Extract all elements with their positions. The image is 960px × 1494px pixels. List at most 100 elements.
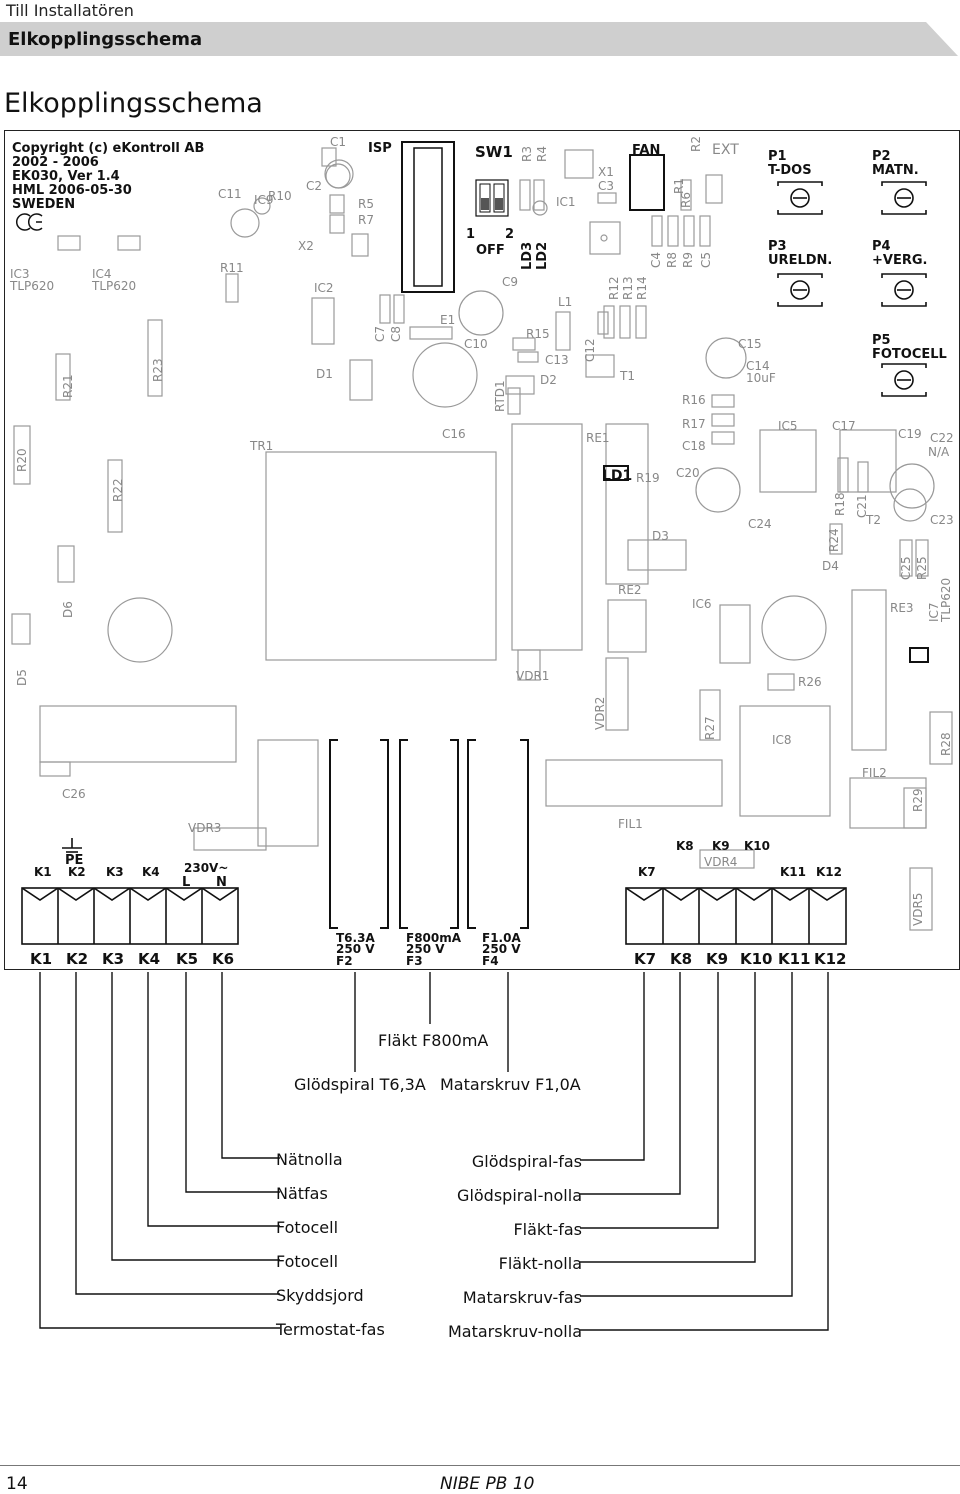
label-ext: EXT xyxy=(712,142,739,158)
copyright-line-1: Copyright (c) eKontroll AB xyxy=(12,141,204,156)
label-vdr4: VDR4 xyxy=(704,855,737,869)
label-c26: C26 xyxy=(62,787,86,801)
legend-left-item: Nätfas xyxy=(276,1184,328,1203)
label-ic9: IC9 xyxy=(254,193,274,207)
label-d3: D3 xyxy=(652,529,669,543)
label-vdr1: VDR1 xyxy=(516,669,549,683)
terminal-k10: K10 xyxy=(740,950,773,968)
terminal-k9: K9 xyxy=(706,950,728,968)
label-sw1: SW1 xyxy=(475,143,513,161)
label-c1: C1 xyxy=(330,135,346,149)
label-na: N/A xyxy=(928,445,950,459)
label-r13: R13 xyxy=(621,276,635,300)
label-c16: C16 xyxy=(442,427,466,441)
label-p1: P1 xyxy=(768,149,787,164)
label-r14: R14 xyxy=(635,276,649,300)
label-k2-top: K2 xyxy=(68,865,86,879)
label-fil1: FIL1 xyxy=(618,817,643,831)
document-name: NIBE PB 10 xyxy=(440,1474,535,1494)
fuse-f2-rating: T6.3A xyxy=(336,931,375,945)
label-tr1: TR1 xyxy=(249,439,273,453)
fuse-f4-volt: 250 V xyxy=(482,942,521,956)
legend-left-item: Skyddsjord xyxy=(276,1286,364,1305)
label-r4: R4 xyxy=(535,146,549,162)
label-ic1: IC1 xyxy=(556,195,576,209)
label-ic3-type: TLP620 xyxy=(9,279,54,293)
fuse-f3-id: F3 xyxy=(406,954,423,968)
label-sw-off: OFF xyxy=(476,243,505,258)
label-c9: C9 xyxy=(502,275,518,289)
terminal-k12: K12 xyxy=(814,950,847,968)
label-c23: C23 xyxy=(930,513,954,527)
legend-right-item: Matarskruv-nolla xyxy=(448,1322,582,1341)
label-fotocell: FOTOCELL xyxy=(872,347,947,362)
footer-divider xyxy=(0,1465,960,1466)
label-c22: C22 xyxy=(930,431,954,445)
label-matn: MATN. xyxy=(872,163,919,178)
label-c17: C17 xyxy=(832,419,856,433)
label-c10: C10 xyxy=(464,337,488,351)
label-r10: R10 xyxy=(268,189,292,203)
label-ic3: IC3 xyxy=(10,267,30,281)
label-r25: R25 xyxy=(915,556,929,580)
label-p4: P4 xyxy=(872,239,891,254)
label-r15: R15 xyxy=(526,327,550,341)
label-tdos: T-DOS xyxy=(768,163,812,178)
copyright-line-4: HML 2006-05-30 xyxy=(12,183,132,198)
terminal-k6: K6 xyxy=(212,950,234,968)
label-c14-value: 10uF xyxy=(746,371,776,385)
label-230v: 230V~ xyxy=(184,861,228,875)
legend-left-item: Fotocell xyxy=(276,1218,338,1237)
fuse-f4-rating: F1.0A xyxy=(482,931,521,945)
label-c20: C20 xyxy=(676,466,700,480)
label-r24: R24 xyxy=(827,528,841,552)
label-ic5: IC5 xyxy=(778,419,798,433)
label-c25: C25 xyxy=(899,556,913,580)
label-e1: E1 xyxy=(440,313,455,327)
callout-feed-fuse: Matarskruv F1,0A xyxy=(440,1075,581,1094)
label-r21: R21 xyxy=(61,374,75,398)
label-r12: R12 xyxy=(607,276,621,300)
header-bar-title: Elkopplingsschema xyxy=(8,29,203,50)
label-n: N xyxy=(216,875,227,890)
label-k3-top: K3 xyxy=(106,865,124,879)
label-l: L xyxy=(182,875,190,890)
label-r22: R22 xyxy=(111,478,125,502)
label-c8: C8 xyxy=(389,326,403,342)
terminal-k1: K1 xyxy=(30,950,52,968)
legend-right-item: Fläkt-fas xyxy=(513,1220,582,1239)
label-c7: C7 xyxy=(373,326,387,342)
terminal-k8: K8 xyxy=(670,950,692,968)
label-p2: P2 xyxy=(872,149,891,164)
page-title: Elkopplingsschema xyxy=(4,88,263,119)
fuse-f2-volt: 250 V xyxy=(336,942,375,956)
label-ld2: LD2 xyxy=(535,242,550,270)
label-verg: +VERG. xyxy=(872,253,927,268)
label-ld1: LD1 xyxy=(602,468,632,484)
label-r17: R17 xyxy=(682,417,706,431)
label-r3: R3 xyxy=(520,146,534,162)
label-l1: L1 xyxy=(558,295,572,309)
label-c15: C15 xyxy=(738,337,762,351)
label-x2: X2 xyxy=(298,239,314,253)
label-ic2: IC2 xyxy=(314,281,334,295)
label-k1-top: K1 xyxy=(34,865,52,879)
label-re2: RE2 xyxy=(618,583,642,597)
label-c19: C19 xyxy=(898,427,922,441)
label-ic7: IC7 xyxy=(927,602,941,622)
terminal-k5: K5 xyxy=(176,950,198,968)
label-ic4-type: TLP620 xyxy=(91,279,136,293)
label-r28: R28 xyxy=(939,732,953,756)
label-vdr2: VDR2 xyxy=(593,697,607,730)
label-sw-1: 1 xyxy=(466,227,475,242)
label-d1: D1 xyxy=(316,367,333,381)
label-k9-top: K9 xyxy=(712,839,730,853)
label-ic6: IC6 xyxy=(692,597,712,611)
legend-left-item: Termostat-fas xyxy=(275,1320,385,1339)
label-k12-top: K12 xyxy=(816,865,842,879)
label-ld3: LD3 xyxy=(520,242,535,270)
label-r19: R19 xyxy=(636,471,660,485)
label-r11: R11 xyxy=(220,261,244,275)
copyright-line-3: EK030, Ver 1.4 xyxy=(12,169,120,184)
label-fil2: FIL2 xyxy=(862,766,887,780)
